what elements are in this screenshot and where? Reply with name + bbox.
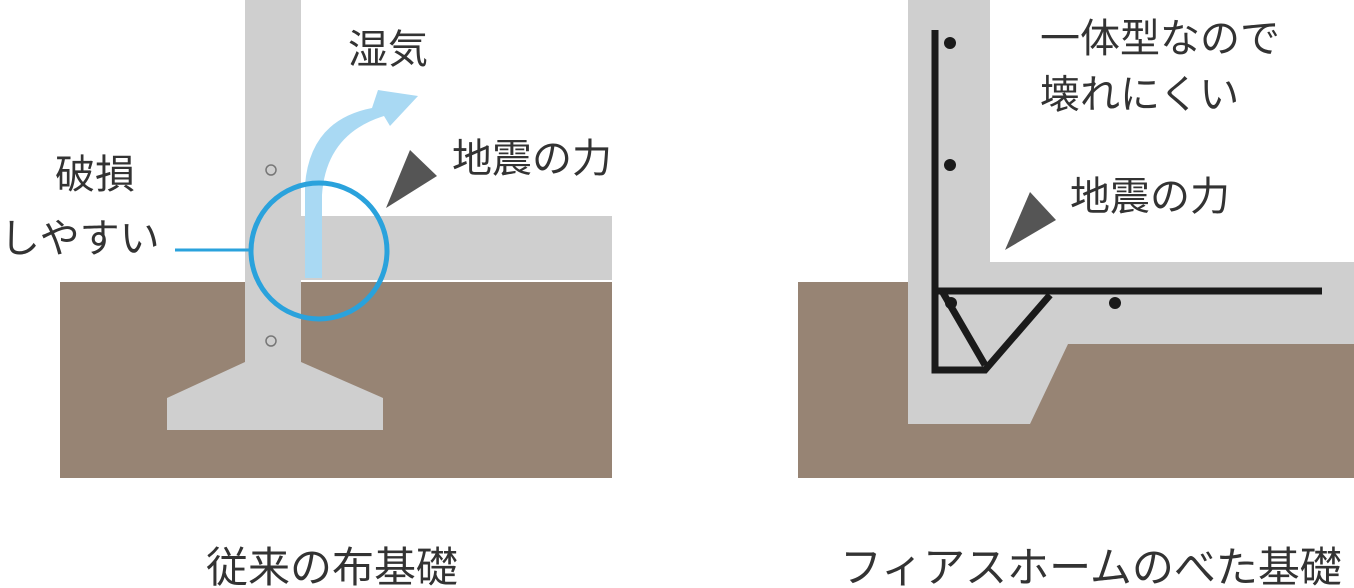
right-force-arrow-icon [1005, 192, 1056, 250]
right-rebar-dot-1 [944, 37, 956, 49]
damage-label-line1: 破損 [55, 152, 135, 198]
right-rebar-dot-4 [1109, 297, 1121, 309]
right-caption: フィアスホームのべた基礎 [840, 543, 1342, 588]
right-rebar-dot-3 [945, 297, 957, 309]
right-rebar-vertical [931, 30, 1053, 374]
moisture-label: 湿気 [348, 27, 428, 73]
moisture-arrow [305, 90, 418, 278]
left-rebar-mark-lower [265, 335, 277, 347]
damage-label-line2: しやすい [0, 216, 160, 262]
left-footing [167, 362, 383, 430]
left-caption: 従来の布基礎 [206, 543, 458, 588]
left-stem-wall [245, 0, 301, 372]
left-force-arrow-icon [386, 150, 437, 208]
right-panel: 一体型なので 壊れにくい 地震の力 フィアスホームのべた基礎 [798, 0, 1354, 588]
right-force-label: 地震の力 [1070, 174, 1230, 220]
left-panel: 湿気 破損 しやすい 地震の力 従来の布基礎 [0, 0, 612, 588]
right-rebar-dot-2 [944, 159, 956, 171]
benefit-label-line1: 一体型なので [1040, 16, 1280, 62]
benefit-label-line2: 壊れにくい [1040, 72, 1239, 118]
right-monolithic-foundation [908, 0, 1354, 424]
left-rebar-mark-upper [265, 164, 277, 176]
left-floor-slab [300, 216, 612, 280]
left-force-label: 地震の力 [452, 136, 612, 182]
